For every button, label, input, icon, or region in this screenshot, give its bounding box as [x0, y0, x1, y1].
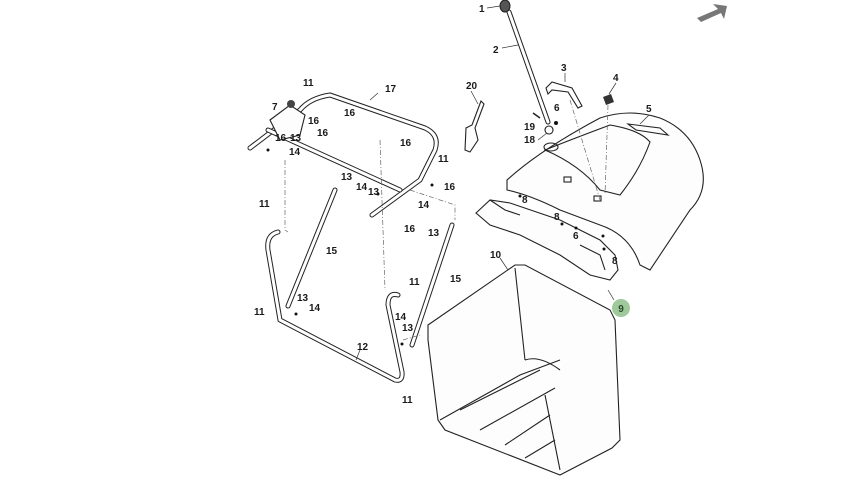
callout-14b: 14: [356, 182, 368, 193]
callout-16a: 16: [344, 108, 356, 119]
callout-6a: 6: [554, 103, 560, 114]
callout-14e: 14: [395, 312, 407, 323]
callout-15a: 15: [326, 246, 338, 257]
callout-16e: 16: [444, 182, 456, 193]
callout-14d: 14: [309, 303, 321, 314]
part-7-knob[interactable]: [287, 100, 295, 108]
callout-16d: 16: [400, 138, 412, 149]
callout-11c: 11: [259, 199, 270, 210]
part-19-screw[interactable]: [532, 112, 541, 119]
callout-6b: 6: [573, 231, 579, 242]
callout-8c: 8: [612, 256, 618, 267]
callout-labels: 1 2 3 4 5 6 6 7 8 8 8 10 11 11 11 11 11 …: [254, 4, 652, 406]
callout-11b: 11: [438, 154, 449, 165]
callout-16b: 16: [317, 128, 329, 139]
callout-14c: 14: [418, 200, 430, 211]
part-3-handle[interactable]: [545, 81, 583, 109]
part-2-rod[interactable]: [506, 9, 551, 125]
part-15-left-rod[interactable]: [285, 187, 338, 309]
part-15-right-rod[interactable]: [409, 222, 455, 348]
callout-16g: 16: [308, 116, 320, 127]
part-9-highlight[interactable]: 9: [612, 299, 630, 317]
callout-16f: 16: [404, 224, 416, 235]
part-10-bag[interactable]: [427, 264, 621, 476]
callout-7: 7: [272, 102, 278, 113]
alignment-lines: [284, 99, 609, 341]
part-12-lower-frame[interactable]: [265, 229, 405, 383]
callout-20: 20: [466, 81, 478, 92]
callout-13d: 13: [428, 228, 440, 239]
part-20-bracket[interactable]: [464, 100, 485, 153]
callout-10: 10: [490, 250, 502, 261]
callout-13b: 13: [341, 172, 353, 183]
callout-8a: 8: [522, 195, 528, 206]
callout-11f: 11: [402, 395, 413, 406]
callout-9: 9: [618, 304, 624, 315]
callout-17: 17: [385, 84, 397, 95]
callout-4: 4: [613, 73, 619, 84]
callout-13f: 13: [402, 323, 414, 334]
callout-11e: 11: [254, 307, 265, 318]
callout-13e: 13: [297, 293, 309, 304]
callout-13c: 13: [368, 187, 380, 198]
back-arrow-icon[interactable]: [697, 4, 727, 22]
callout-13a: 13: [290, 133, 302, 144]
callout-3: 3: [561, 63, 567, 74]
callout-15b: 15: [450, 274, 462, 285]
callout-11d: 11: [409, 277, 420, 288]
part-8-deflector[interactable]: [475, 199, 619, 281]
callout-16c: 16: [275, 133, 287, 144]
callout-19: 19: [524, 122, 536, 133]
part-1-knob[interactable]: [499, 0, 511, 13]
leader-lines: [355, 5, 650, 361]
part-4-clip[interactable]: [603, 94, 614, 105]
callout-2: 2: [493, 45, 499, 56]
part-17-upper-frame[interactable]: [247, 92, 439, 218]
callout-14a: 14: [289, 147, 301, 158]
hardware-dots: [266, 121, 606, 346]
callout-1: 1: [479, 4, 485, 15]
part-5-cover[interactable]: [506, 112, 704, 271]
part-18-bushing[interactable]: [544, 125, 554, 135]
callout-5: 5: [646, 104, 652, 115]
callout-11a: 11: [303, 78, 314, 89]
callout-8b: 8: [554, 212, 560, 223]
callout-12: 12: [357, 342, 369, 353]
callout-18: 18: [524, 135, 536, 146]
